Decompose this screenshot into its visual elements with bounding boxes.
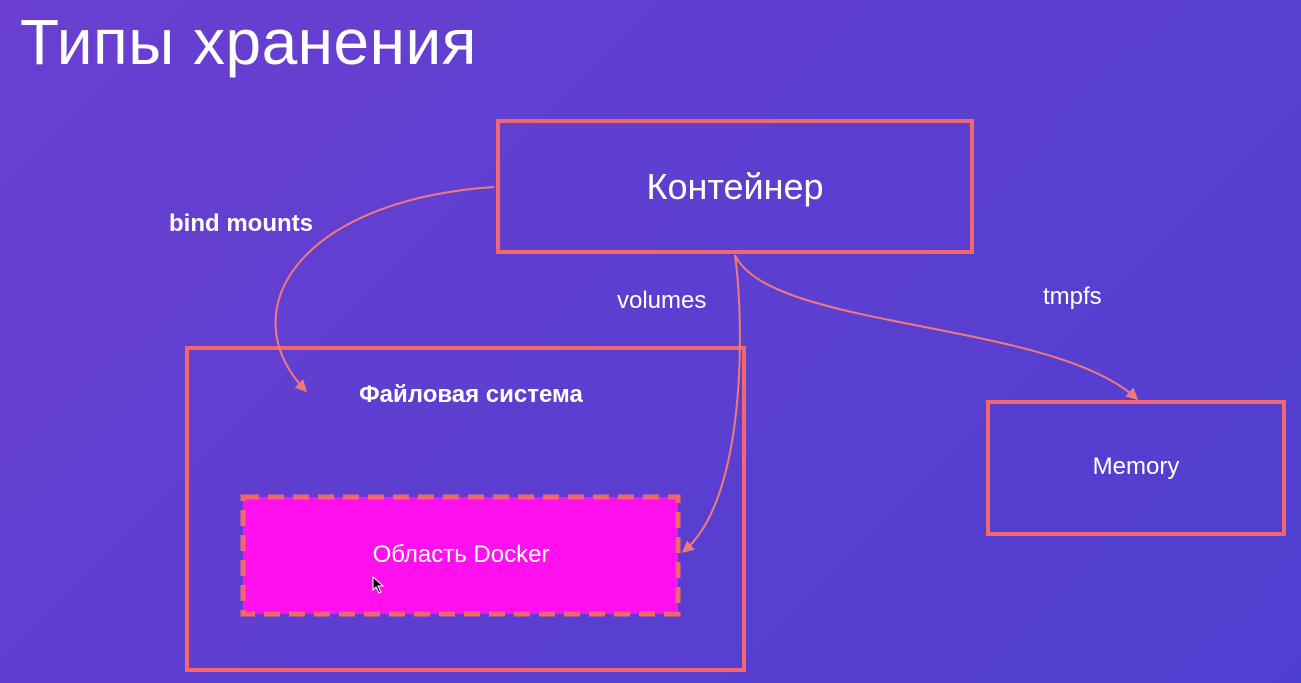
- bind-mounts-arrow: [274, 186, 495, 393]
- bind-mounts-label: bind mounts: [169, 210, 313, 237]
- filesystem-node: Файловая система: [185, 346, 746, 672]
- tmpfs-label: tmpfs: [1043, 283, 1102, 310]
- volumes-label: volumes: [617, 287, 706, 314]
- filesystem-label: Файловая система: [359, 381, 583, 408]
- volumes-arrow: [681, 254, 741, 553]
- tmpfs-arrow: [734, 254, 1139, 401]
- memory-label: Memory: [1093, 453, 1180, 480]
- container-node: Контейнер: [496, 119, 974, 254]
- mouse-cursor-icon: [372, 576, 385, 594]
- docker-area-node: Область Docker: [240, 494, 681, 617]
- docker-area-label: Область Docker: [373, 541, 550, 568]
- page-title: Типы хранения: [20, 6, 477, 78]
- container-label: Контейнер: [646, 166, 823, 207]
- memory-node: Memory: [986, 400, 1286, 536]
